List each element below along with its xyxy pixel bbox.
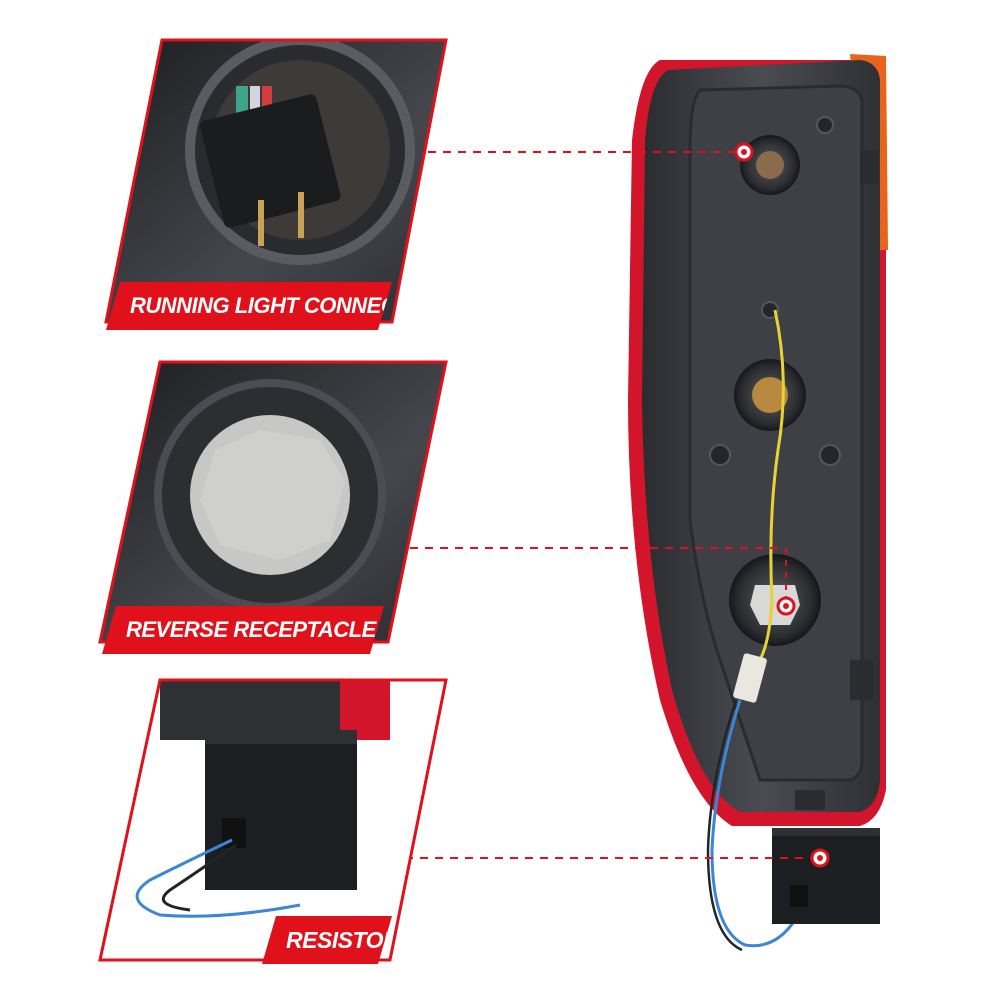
connector-plug (199, 94, 341, 228)
mount-clip (860, 150, 878, 184)
callout-resistor: RESISTOR (262, 916, 392, 964)
screw (816, 116, 834, 134)
screw (819, 444, 841, 466)
screw (761, 301, 779, 319)
blue-wire (710, 699, 797, 948)
yellow-wire (758, 309, 785, 661)
detail-panel-resistor (98, 678, 448, 962)
detail-panel-running-connector (104, 38, 448, 324)
callout-lines (405, 142, 830, 868)
callout-running-light-connector: RUNNING LIGHT CONNECTOR (106, 282, 392, 330)
wire-connector (733, 653, 767, 703)
mount-clip (795, 790, 825, 810)
detail-panel-reverse-receptacle (98, 360, 448, 644)
tail-light-assembly (628, 54, 888, 952)
mount-clip (850, 660, 874, 700)
resistor-closeup (205, 730, 357, 890)
screw (709, 444, 731, 466)
resistor-box (772, 828, 880, 924)
callout-reverse-receptacle: REVERSE RECEPTACLE (102, 606, 384, 654)
black-wire (706, 699, 743, 952)
